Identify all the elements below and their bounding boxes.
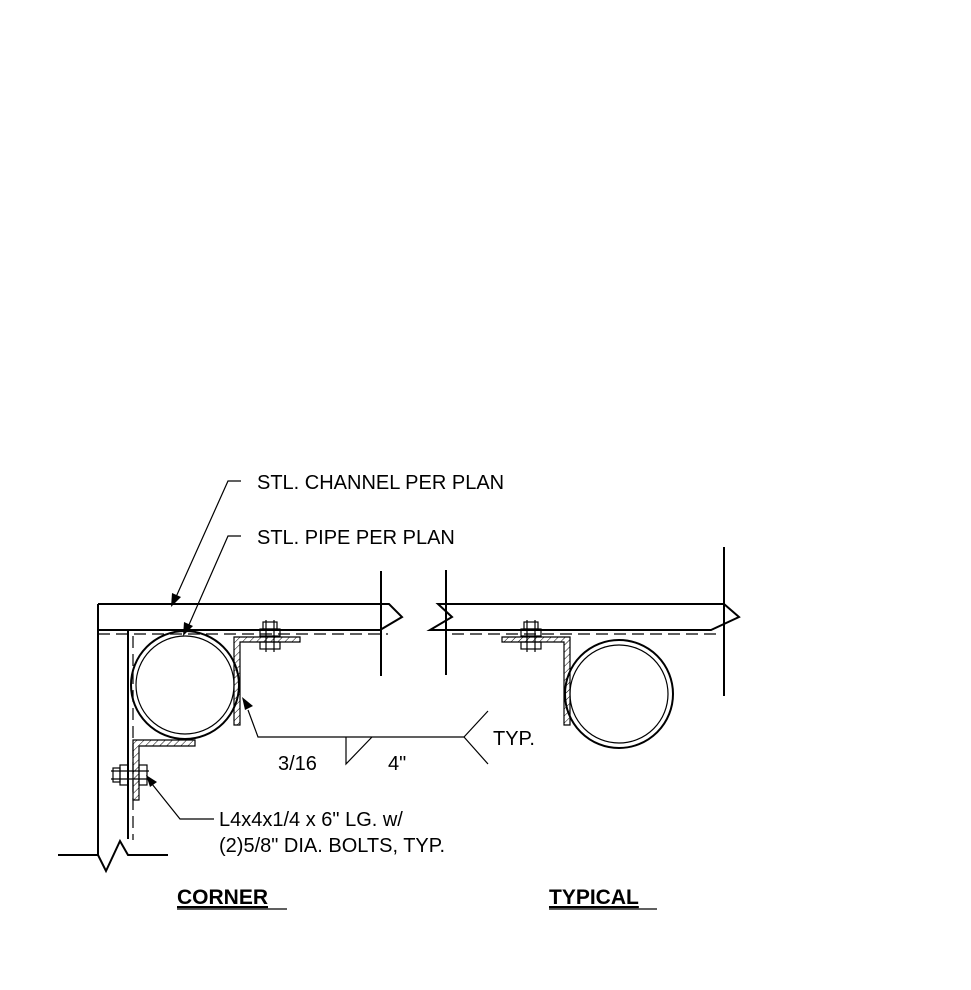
weld-length-label: 4" (388, 753, 406, 775)
typical-detail (426, 547, 741, 749)
weld-typ-label: TYP. (493, 728, 535, 750)
corner-detail (58, 571, 404, 874)
corner-pipe (130, 630, 240, 740)
pipe-note: STL. PIPE PER PLAN (257, 527, 455, 549)
angle-note-line1: L4x4x1/4 x 6" LG. w/ (219, 809, 403, 831)
angle-leader (146, 775, 214, 820)
typical-title: TYPICAL (549, 886, 639, 909)
corner-horizontal-channel (98, 571, 404, 676)
weld-leader (242, 697, 489, 766)
corner-side-bolt (111, 764, 149, 786)
angle-note-line2: (2)5/8" DIA. BOLTS, TYP. (219, 835, 445, 857)
channel-note: STL. CHANNEL PER PLAN (257, 472, 504, 494)
channel-leader (171, 480, 241, 607)
corner-title: CORNER (177, 886, 268, 909)
typical-channel (426, 547, 741, 696)
typical-pipe (564, 639, 674, 749)
pipe-leader (183, 535, 241, 636)
fillet-weld-symbol (345, 736, 373, 766)
typical-angle (501, 636, 571, 726)
corner-vertical-channel (58, 604, 168, 874)
weld-size-label: 3/16 (278, 753, 317, 775)
corner-top-bolt (259, 620, 281, 652)
corner-angle-bottom (132, 739, 196, 801)
corner-angle-top (233, 636, 301, 726)
typical-bolt (520, 620, 542, 652)
